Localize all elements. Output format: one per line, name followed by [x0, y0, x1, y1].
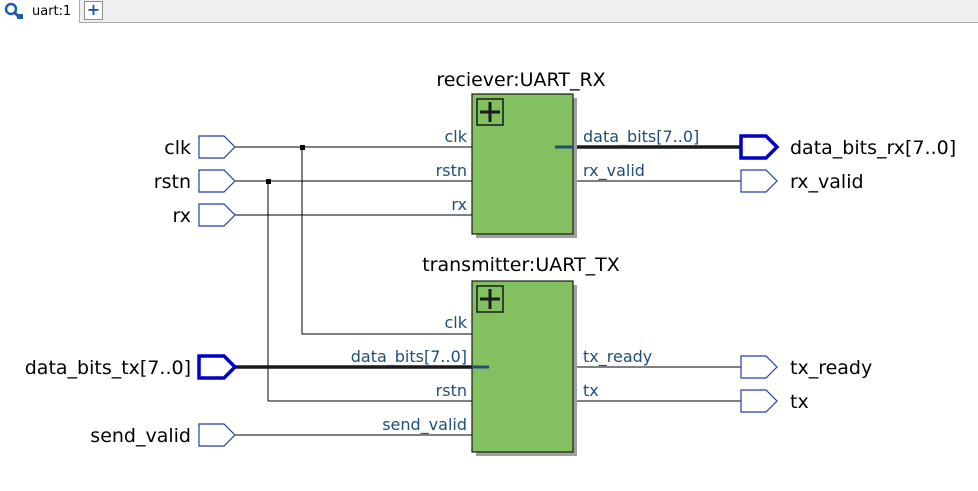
junction-clk — [300, 145, 305, 150]
wires — [235, 146, 741, 436]
pin-label: tx_ready — [583, 347, 652, 367]
tab-bar: uart:1 + — [0, 0, 978, 23]
input-port-rstn[interactable]: rstn — [154, 169, 236, 193]
pin-label: data_bits[7..0] — [583, 127, 699, 147]
output-port-label: rx_valid — [790, 171, 864, 193]
output-port-arrow-icon — [740, 389, 778, 413]
block-title: transmitter:UART_TX — [422, 254, 620, 276]
block-uart-rx[interactable]: reciever:UART_RX clk rstn rx data_bits[7… — [436, 69, 700, 238]
input-port-arrow-icon — [198, 135, 236, 159]
output-port-arrow-icon — [740, 355, 778, 379]
tab-uart[interactable]: uart:1 — [0, 0, 80, 23]
pin-label: rx_valid — [583, 161, 645, 181]
junction-rstn — [266, 179, 271, 184]
bus-port-arrow-icon — [739, 134, 780, 160]
block-title: reciever:UART_RX — [436, 69, 605, 91]
input-port-data-bits-tx[interactable]: data_bits_tx[7..0] — [25, 354, 238, 380]
pin-label: tx — [583, 381, 599, 400]
pin-label: rstn — [436, 161, 467, 180]
pin-label: rstn — [436, 381, 467, 400]
pin-label: clk — [444, 313, 467, 332]
pin-label: clk — [444, 127, 467, 146]
pin-label: rx — [451, 195, 467, 214]
output-port-label: tx_ready — [790, 357, 872, 379]
output-port-data-bits-rx[interactable]: data_bits_rx[7..0] — [739, 134, 956, 160]
input-port-label: rstn — [154, 171, 191, 193]
bus-port-arrow-icon — [197, 354, 238, 380]
tab-label: uart:1 — [32, 4, 72, 19]
pin-label: data_bits[7..0] — [351, 347, 467, 367]
input-port-send-valid[interactable]: send_valid — [90, 423, 236, 447]
output-port-rx-valid[interactable]: rx_valid — [740, 169, 864, 193]
input-port-arrow-icon — [198, 423, 236, 447]
output-port-tx-ready[interactable]: tx_ready — [740, 355, 872, 379]
input-port-rx[interactable]: rx — [172, 203, 236, 227]
input-port-arrow-icon — [198, 169, 236, 193]
expand-plus-icon[interactable] — [476, 285, 504, 313]
rtl-viewer-icon — [4, 2, 23, 19]
input-port-label: clk — [164, 137, 191, 159]
input-port-label: send_valid — [90, 425, 191, 447]
output-port-label: tx — [790, 391, 809, 413]
output-port-label: data_bits_rx[7..0] — [790, 137, 956, 159]
input-port-arrow-icon — [198, 203, 236, 227]
input-port-clk[interactable]: clk — [164, 135, 236, 159]
output-port-tx[interactable]: tx — [740, 389, 809, 413]
add-tab-button[interactable]: + — [84, 1, 103, 20]
input-port-label: rx — [172, 205, 191, 227]
expand-plus-icon[interactable] — [476, 98, 504, 126]
output-port-arrow-icon — [740, 169, 778, 193]
block-uart-tx[interactable]: transmitter:UART_TX clk data_bits[7..0] … — [351, 254, 653, 456]
pin-label: send_valid — [382, 415, 467, 435]
input-port-label: data_bits_tx[7..0] — [25, 357, 191, 379]
